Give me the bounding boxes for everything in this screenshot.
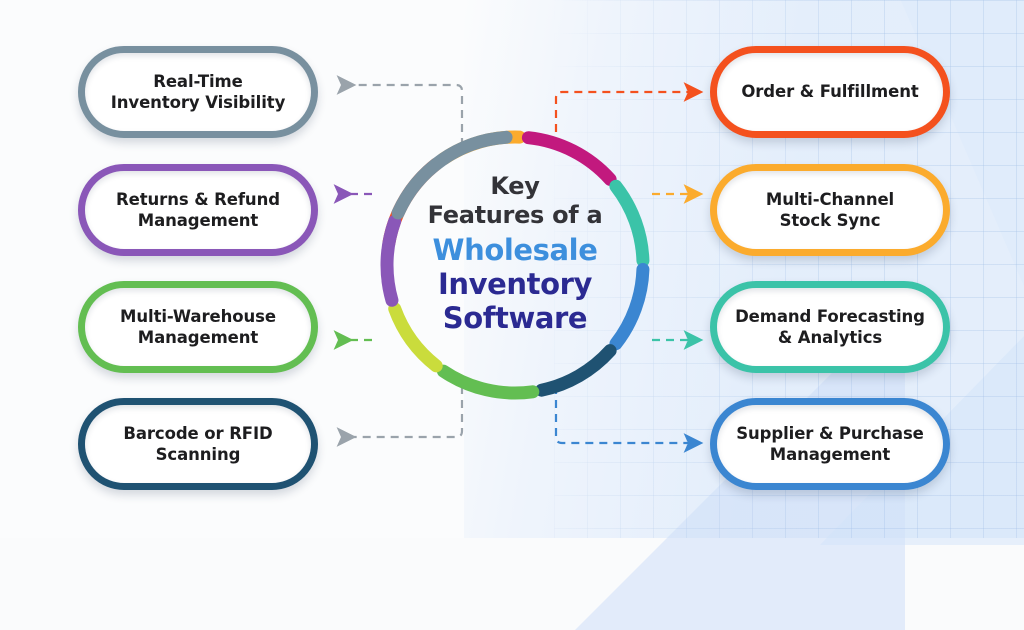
- feature-line-1: Multi-Warehouse: [120, 306, 276, 326]
- feature-card-supplier-purchase-management[interactable]: Supplier & Purchase Management: [710, 398, 950, 490]
- segment-magenta: [521, 131, 617, 186]
- segment-lime: [388, 302, 443, 373]
- center-highlight-inventory: Inventory: [437, 266, 593, 301]
- feature-ring: [370, 120, 660, 410]
- segment-purple: [380, 214, 402, 307]
- segment-blue: [609, 262, 650, 351]
- feature-card-label: Returns & Refund Management: [108, 189, 288, 231]
- feature-card-real-time-inventory-visibility[interactable]: Real-Time Inventory Visibility: [78, 46, 318, 138]
- feature-line-2: Stock Sync: [779, 211, 881, 230]
- feature-card-multi-warehouse-management[interactable]: Multi-Warehouse Management: [78, 281, 318, 373]
- segment-teal: [609, 179, 650, 268]
- feature-line-2: Management: [769, 445, 891, 464]
- feature-line-2: Inventory Visibility: [110, 93, 286, 112]
- ring-segments: [380, 130, 650, 400]
- feature-card-label: Barcode or RFID Scanning: [115, 423, 280, 465]
- center-title-block: Key Features of a Wholesale Inventory So…: [388, 172, 642, 335]
- feature-line-2: Management: [137, 328, 259, 347]
- center-line-1: Key: [490, 172, 540, 200]
- feature-card-label: Order & Fulfillment: [733, 81, 926, 102]
- feature-line-1: Real-Time: [153, 71, 243, 91]
- feature-card-barcode-or-rfid-scanning[interactable]: Barcode or RFID Scanning: [78, 398, 318, 490]
- feature-card-label: Supplier & Purchase Management: [728, 423, 932, 465]
- feature-line-1: Demand Forecasting: [735, 306, 925, 326]
- feature-line-1: Returns & Refund: [116, 189, 280, 209]
- feature-line-1: Supplier & Purchase: [736, 423, 924, 443]
- feature-card-demand-forecasting-analytics[interactable]: Demand Forecasting & Analytics: [710, 281, 950, 373]
- feature-line-2: & Analytics: [777, 328, 883, 347]
- feature-card-order-fulfillment[interactable]: Order & Fulfillment: [710, 46, 950, 138]
- segment-slate: [391, 130, 513, 220]
- feature-line-1: Order & Fulfillment: [741, 82, 919, 102]
- feature-card-label: Demand Forecasting & Analytics: [727, 306, 933, 348]
- feature-card-label: Real-Time Inventory Visibility: [103, 71, 293, 113]
- feature-line-2: Scanning: [155, 445, 241, 464]
- feature-card-returns-refund-management[interactable]: Returns & Refund Management: [78, 164, 318, 256]
- feature-line-2: Management: [137, 211, 259, 230]
- segment-green: [436, 364, 540, 400]
- center-line-2: Features of a: [427, 201, 603, 230]
- center-highlight-wholesale: Wholesale: [432, 232, 598, 267]
- feature-line-1: Barcode or RFID: [123, 423, 273, 443]
- feature-card-label: Multi-Channel Stock Sync: [758, 189, 902, 231]
- segment-navy: [535, 344, 617, 397]
- feature-line-1: Multi-Channel: [765, 189, 895, 209]
- feature-card-label: Multi-Warehouse Management: [112, 306, 284, 348]
- center-highlight-software: Software: [442, 300, 588, 335]
- infographic-canvas: Key Features of a Wholesale Inventory So…: [78, 0, 1024, 630]
- feature-card-multi-channel-stock-sync[interactable]: Multi-Channel Stock Sync: [710, 164, 950, 256]
